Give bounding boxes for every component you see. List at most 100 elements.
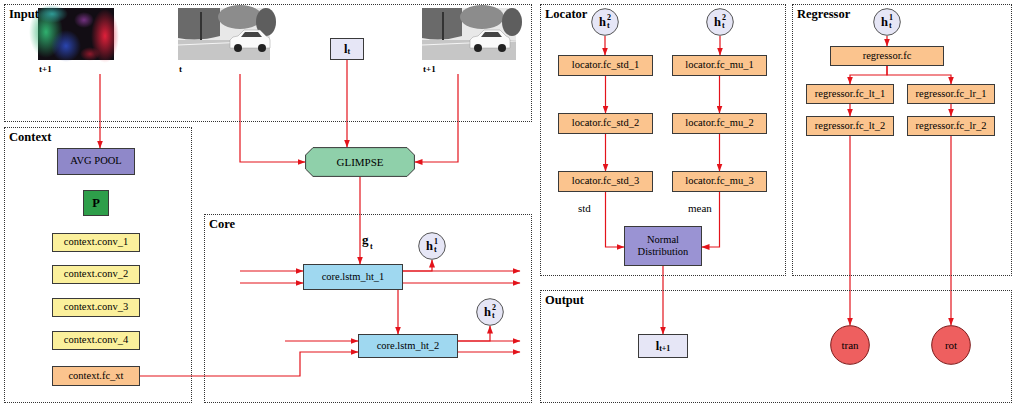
label-holder: mean xyxy=(688,203,712,214)
pool-box: AVG POOL xyxy=(57,148,135,175)
node-label: locator.fc_std_2 xyxy=(572,117,639,129)
node-label: AVG POOL xyxy=(70,155,121,167)
node-label: regressor.fc_lt_2 xyxy=(815,120,885,132)
distribution-box: Normal Distribution xyxy=(624,226,702,266)
connector-arrow xyxy=(849,136,850,325)
symbol: h xyxy=(714,15,721,29)
lstm-wires xyxy=(285,340,358,341)
optical-flow-image xyxy=(36,5,68,23)
street-image xyxy=(178,5,276,60)
layer-box: context.fc_xt xyxy=(52,366,140,386)
label-group: Normal Distribution xyxy=(629,234,697,258)
connector-arrow xyxy=(886,36,887,46)
octagon-outline xyxy=(306,148,415,177)
lstm-wires xyxy=(403,282,520,283)
node-label: regressor.fc_lr_1 xyxy=(916,88,987,100)
connector-arrow xyxy=(887,66,951,84)
output-box: lt+1 xyxy=(638,334,688,358)
node-label: P xyxy=(92,196,100,210)
connector-arrow xyxy=(397,290,398,334)
connector-arrow xyxy=(240,74,305,162)
label-group: AVG POOL xyxy=(70,155,121,167)
label-group: context.conv_4 xyxy=(64,334,128,346)
label-group: locator.fc_mu_3 xyxy=(685,175,754,187)
layer-box: locator.fc_std_3 xyxy=(558,171,653,192)
region-panel: h1t regressor.fc regressor.fc_lt_1 regresso… xyxy=(792,4,1012,276)
label-group: h2t xyxy=(599,14,611,30)
street-image xyxy=(442,12,444,42)
image-frame: t xyxy=(178,8,270,74)
connector-arrow xyxy=(346,60,347,147)
superscript: 2 xyxy=(492,304,496,312)
label-group: h2t xyxy=(484,304,496,320)
connector-arrow xyxy=(702,192,720,247)
node-label: regressor.fc_lt_1 xyxy=(815,88,885,100)
node-label: GLIMPSE xyxy=(336,156,383,169)
frame-label: t xyxy=(179,65,182,74)
node-label: regressor.fc xyxy=(863,50,912,62)
region-panel: lt+1tranrotOutput xyxy=(540,290,1012,403)
optical-flow-image xyxy=(51,30,81,62)
state-circle: h2t xyxy=(476,298,504,326)
node-label: context.conv_1 xyxy=(64,236,128,248)
superscript: 2 xyxy=(722,14,726,22)
subscript: t+1 xyxy=(659,344,670,353)
street-image xyxy=(470,30,510,52)
superscript: 1 xyxy=(889,14,893,22)
subscript: t xyxy=(722,22,726,30)
connector-arrow xyxy=(719,76,720,113)
subscript: t xyxy=(492,312,496,320)
output-circle: tran xyxy=(830,325,870,365)
region-title: Regressor xyxy=(797,7,850,22)
region-panel: AVG POOL Pcontext.conv_1 context.conv_2con… xyxy=(4,127,192,403)
connector-arrow xyxy=(606,192,625,247)
street-image xyxy=(230,30,270,52)
label-group: regressor.fc_lr_1 xyxy=(916,88,987,100)
state-circle: h1t xyxy=(418,232,446,260)
label-group: lt xyxy=(344,42,350,56)
input-box: lt xyxy=(330,38,364,60)
label-group: h2t xyxy=(714,14,726,30)
connector-arrow xyxy=(604,36,605,55)
connector-arrow xyxy=(950,104,951,116)
node-label: regressor.fc_lr_2 xyxy=(916,120,987,132)
index-stack: 2t xyxy=(492,304,496,320)
layer-box: locator.fc_std_1 xyxy=(558,55,653,76)
symbol: l xyxy=(344,42,347,56)
street-image xyxy=(422,5,522,60)
label-holder: t xyxy=(370,243,373,251)
conv-box: context.conv_2 xyxy=(52,265,140,284)
street-image xyxy=(498,44,506,52)
label-group: context.conv_2 xyxy=(64,268,128,280)
circle-outline xyxy=(419,233,446,260)
connector-arrow xyxy=(403,260,432,271)
connector-arrow xyxy=(605,134,606,171)
state-circle: h1t xyxy=(873,8,901,36)
connector-arrow xyxy=(99,74,100,148)
street-image xyxy=(241,32,262,37)
node-label: context.fc_xt xyxy=(68,370,123,382)
label-group: locator.fc_std_1 xyxy=(572,59,639,71)
connector-arrow xyxy=(415,74,458,162)
label-group: GLIMPSE xyxy=(336,156,383,169)
region-title: Core xyxy=(209,217,235,232)
connector-arrow xyxy=(458,326,490,341)
lstm-wires xyxy=(240,282,303,283)
region-title: Locator xyxy=(545,7,587,22)
node-label: core.lstm_ht_2 xyxy=(377,340,440,352)
circle-outline xyxy=(874,9,901,36)
optical-flow-image xyxy=(29,5,119,63)
signal-name: g xyxy=(362,232,369,247)
label-holder: g xyxy=(362,233,369,246)
region-title: Input xyxy=(9,7,39,22)
circle-outline xyxy=(707,9,734,36)
label-group: core.lstm_ht_1 xyxy=(322,271,385,283)
layer-box: locator.fc_std_2 xyxy=(558,113,653,134)
conv-box: context.conv_1 xyxy=(52,233,140,252)
region-panel: h2th2tlocator.fc_std_1locator.fc_mu_1loc… xyxy=(540,4,786,276)
label-group: locator.fc_std_2 xyxy=(572,117,639,129)
label-group: h1t xyxy=(426,238,438,254)
connector-arrow xyxy=(140,352,358,376)
output-name: mean xyxy=(688,202,712,214)
